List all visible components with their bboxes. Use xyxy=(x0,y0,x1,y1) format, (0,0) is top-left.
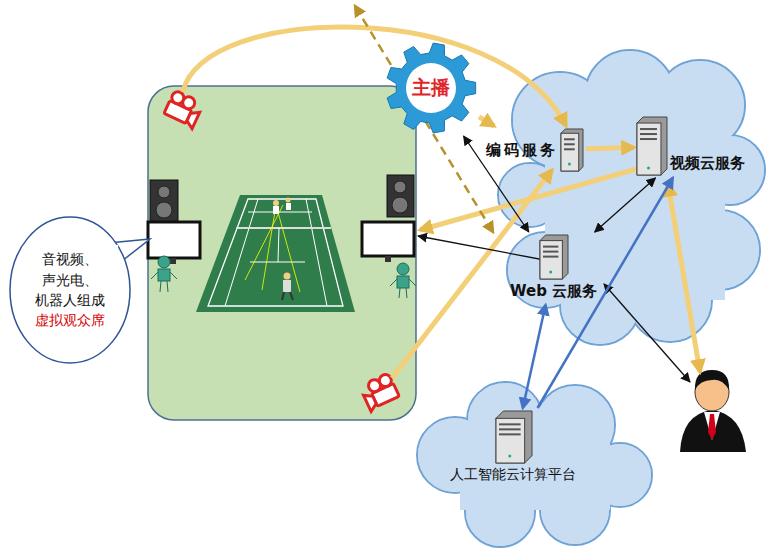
callout-bubble: 音视频、 声光电、 机器人组成虚拟观众席 xyxy=(8,215,132,365)
tennis-court xyxy=(196,195,355,312)
venue xyxy=(148,86,416,420)
connector xyxy=(523,305,546,408)
node-label: 视频云服务 xyxy=(668,152,747,175)
anchor-gear: 主播 xyxy=(385,42,477,134)
server-icon xyxy=(495,410,533,464)
signal-arrow xyxy=(183,6,700,382)
user-icon xyxy=(680,370,746,452)
callout-shape xyxy=(8,215,132,365)
callout-text: 音视频、 声光电、 机器人组成 xyxy=(27,249,113,310)
server-icon xyxy=(636,116,668,176)
server-node: 人工智能云计算平台 xyxy=(448,410,580,486)
server-node: 编码服务 xyxy=(484,128,584,172)
server-icon xyxy=(539,234,569,280)
robot xyxy=(151,256,416,298)
cloud xyxy=(417,382,652,547)
node-label: 人工智能云计算平台 xyxy=(448,464,580,486)
server-icon xyxy=(560,128,584,172)
node-label: Web 云服务 xyxy=(508,280,599,303)
node-label: 编码服务 xyxy=(484,139,560,162)
server-node: Web 云服务 xyxy=(508,234,599,303)
camera xyxy=(163,90,400,412)
callout-text: 虚拟观众席 xyxy=(35,310,105,330)
node-label: 主播 xyxy=(412,75,450,101)
speaker xyxy=(150,175,414,222)
screen xyxy=(148,222,414,264)
server-node: 视频云服务 xyxy=(636,116,747,176)
connector xyxy=(586,147,634,148)
connector xyxy=(479,117,494,126)
